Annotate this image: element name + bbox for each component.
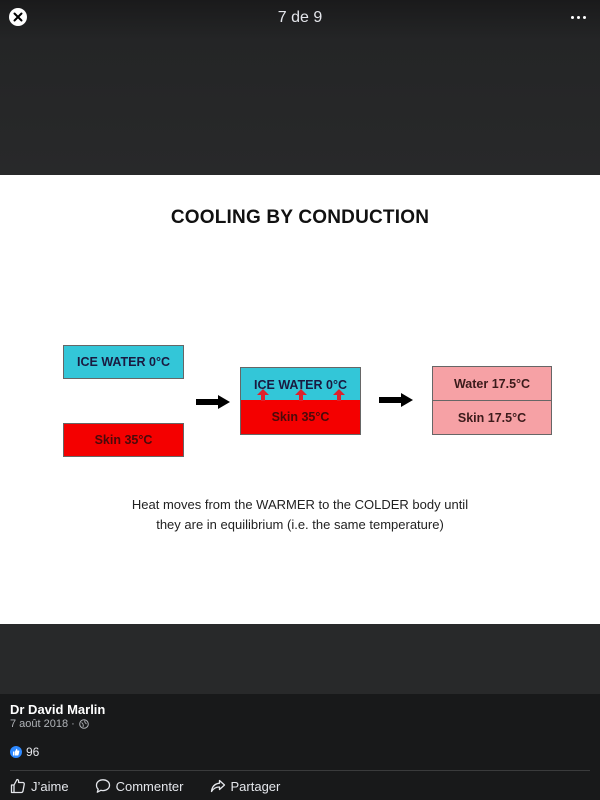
up-arrow-icon	[333, 389, 345, 401]
share-icon	[210, 779, 225, 793]
slide-title: COOLING BY CONDUCTION	[170, 207, 430, 228]
up-arrow-icon	[295, 389, 307, 401]
post-author[interactable]: Dr David Marlin	[10, 702, 106, 717]
comment-icon	[95, 779, 110, 793]
right-arrow-icon	[196, 395, 230, 409]
close-button[interactable]	[9, 8, 27, 26]
like-button[interactable]: J’aime	[10, 778, 69, 794]
close-icon	[13, 12, 23, 22]
comment-button[interactable]: Commenter	[95, 778, 184, 794]
slide-image[interactable]: COOLING BY CONDUCTION ICE WATER 0°C Skin…	[0, 175, 600, 624]
viewer-top-bar: 7 de 9	[0, 0, 600, 175]
share-button[interactable]: Partager	[210, 778, 281, 794]
comment-button-label: Commenter	[115, 778, 184, 794]
up-arrow-icon	[257, 389, 269, 401]
stage1-skin-box: Skin 35°C	[63, 423, 184, 457]
post-date-text: 7 août 2018 ·	[10, 718, 75, 730]
slide-caption: Heat moves from the WARMER to the COLDER…	[131, 497, 469, 532]
like-count: 96	[26, 745, 40, 759]
photo-counter: 7 de 9	[277, 9, 323, 26]
more-icon	[570, 15, 574, 19]
post-date: 7 août 2018 ·	[10, 718, 89, 730]
thumbs-up-icon	[13, 748, 20, 756]
share-button-label: Partager	[230, 778, 281, 794]
thumbs-up-icon	[10, 778, 25, 794]
globe-icon	[79, 719, 89, 729]
stage3-skin-box: Skin 17.5°C	[432, 400, 552, 435]
reaction-summary[interactable]: 96	[10, 745, 39, 759]
post-actions: J’aime Commenter Partager	[10, 778, 280, 794]
more-options-button[interactable]	[566, 8, 590, 26]
stage2-skin-box: Skin 35°C	[240, 400, 361, 435]
stage3-water-box: Water 17.5°C	[432, 366, 552, 401]
actions-divider	[10, 770, 590, 771]
like-button-label: J’aime	[31, 778, 69, 794]
post-footer: Dr David Marlin 7 août 2018 · 96 J’aime …	[0, 694, 600, 800]
like-reaction-icon	[10, 746, 22, 758]
viewer-bottom-area	[0, 624, 600, 694]
right-arrow-icon	[379, 393, 413, 407]
stage1-ice-water-box: ICE WATER 0°C	[63, 345, 184, 379]
